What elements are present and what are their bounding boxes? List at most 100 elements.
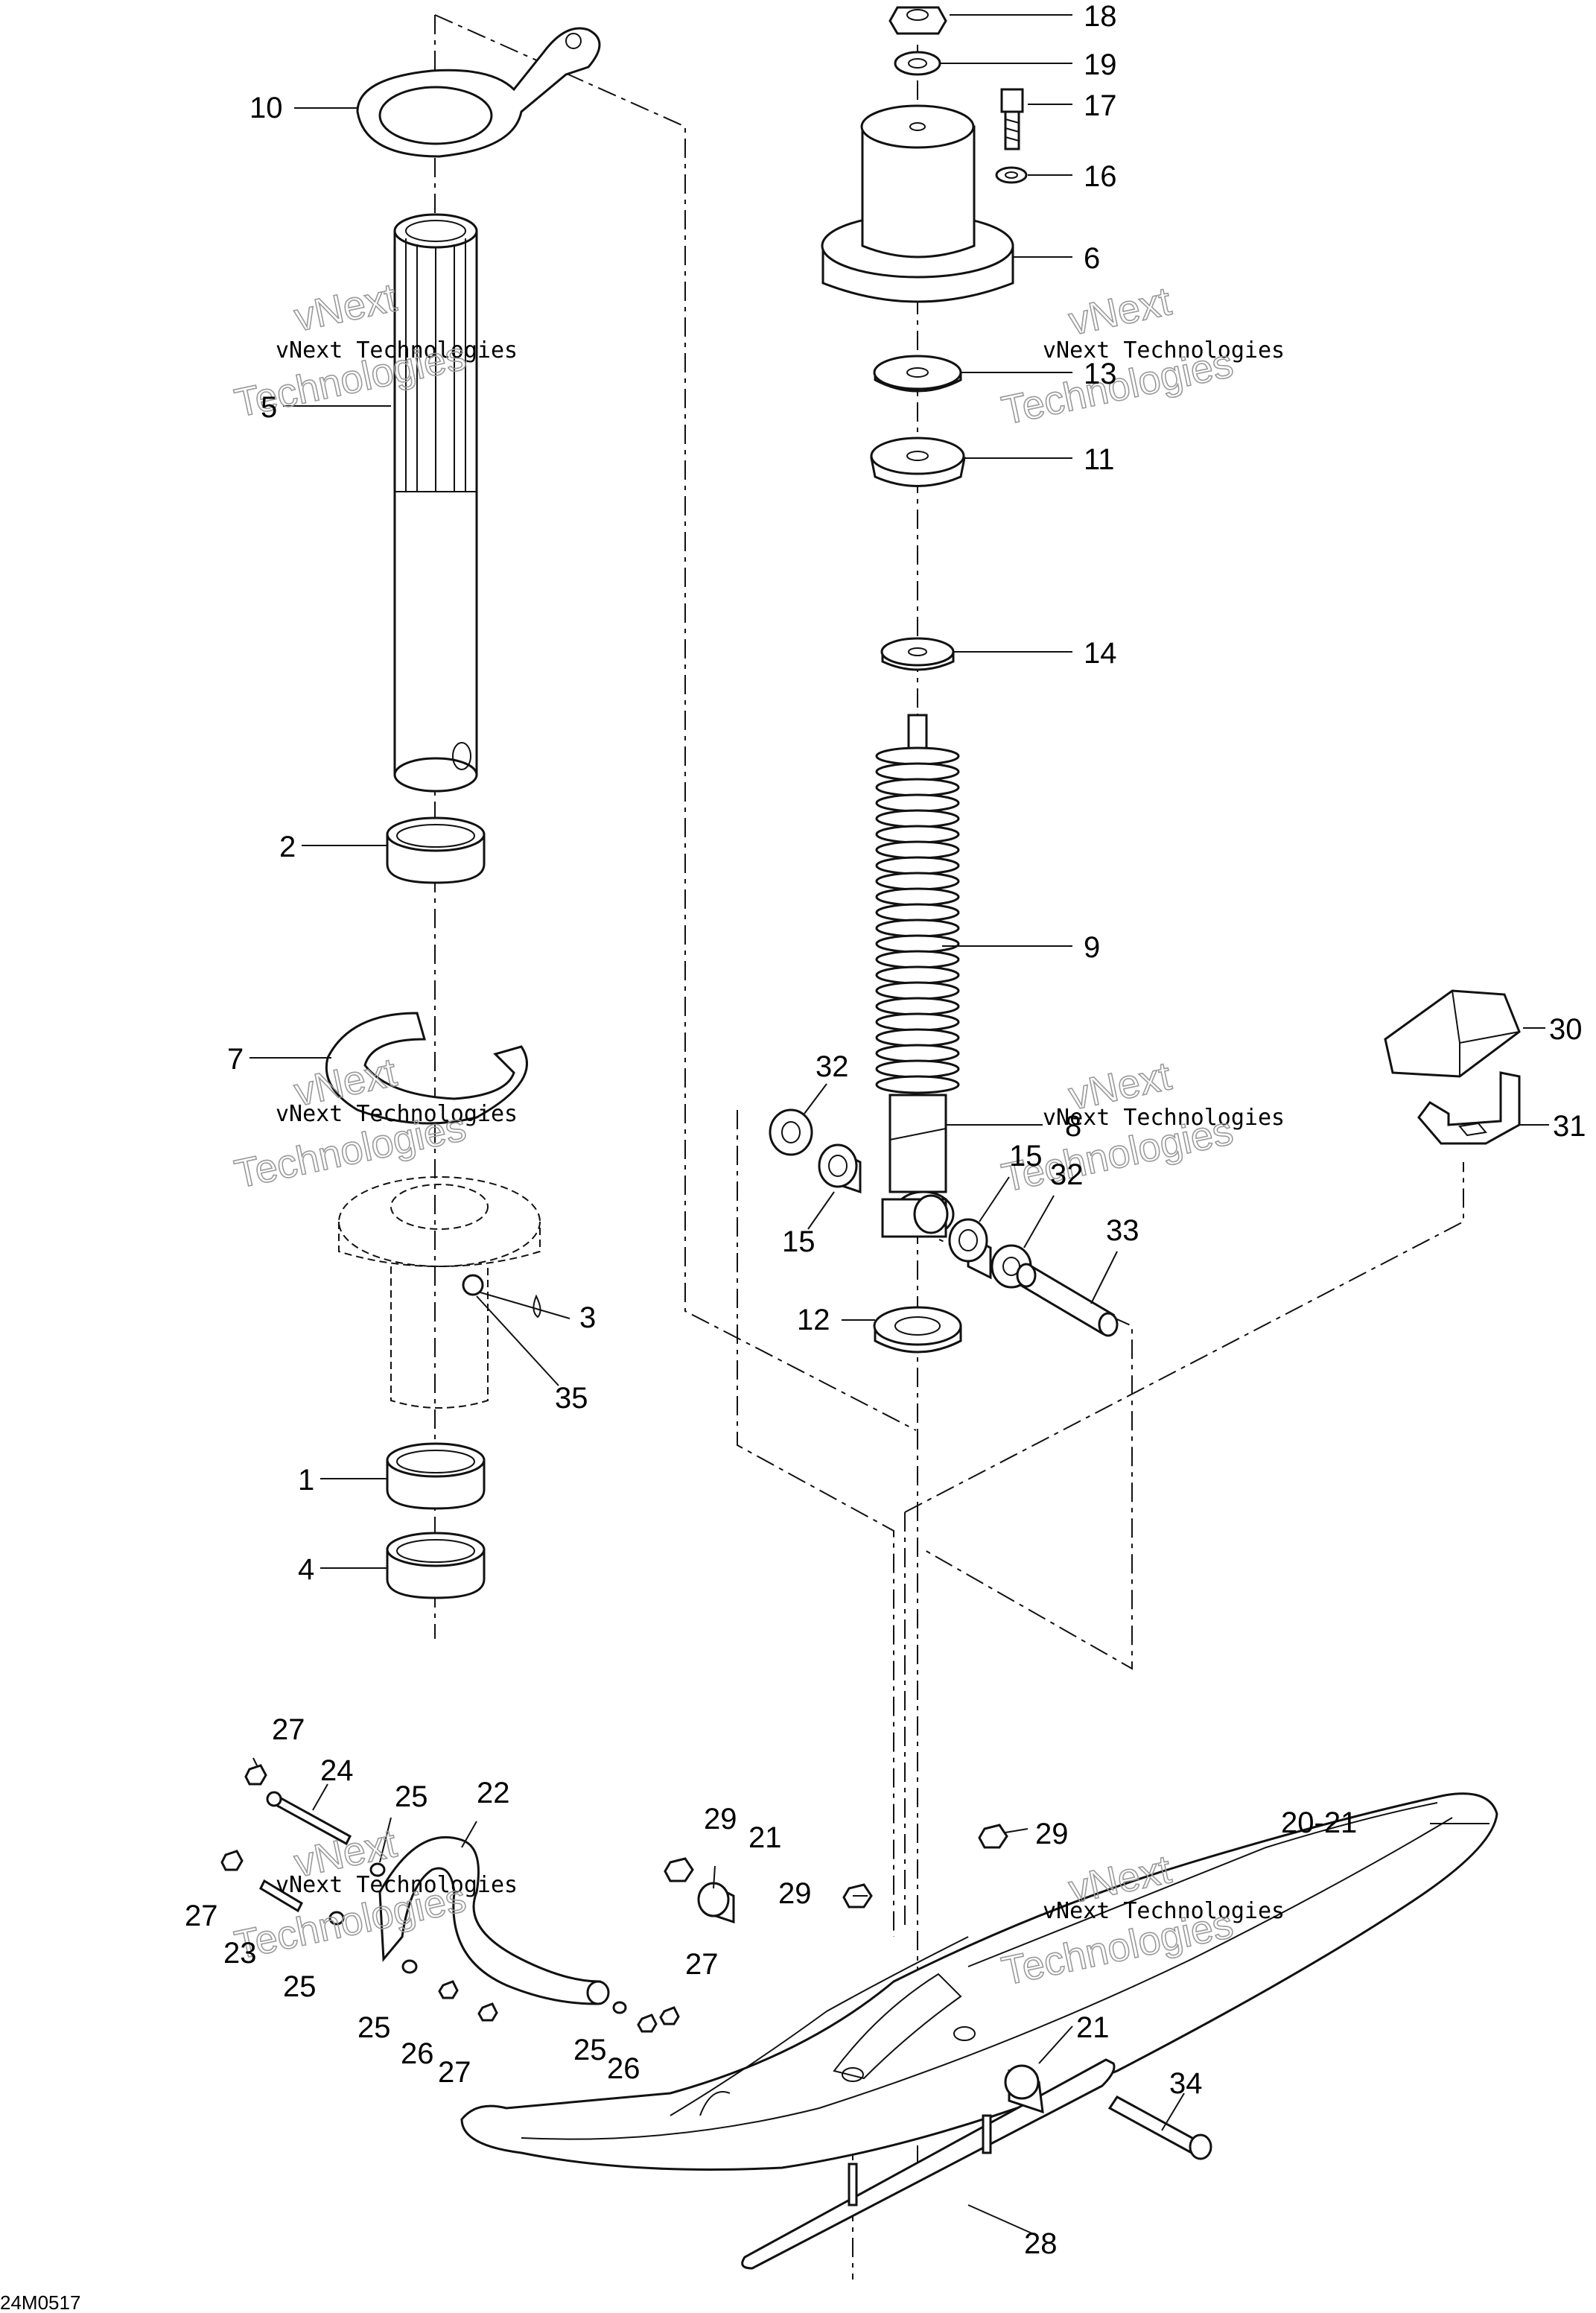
part-rubber-bushing-21-upper bbox=[697, 1882, 735, 1924]
callout-17: 17 bbox=[1084, 89, 1117, 122]
part-washer-14 bbox=[880, 637, 955, 671]
spring-coil bbox=[875, 793, 960, 813]
spring-coil bbox=[875, 856, 960, 875]
part-ski bbox=[460, 1792, 1498, 2171]
callout-11: 11 bbox=[1084, 443, 1115, 476]
callout-15: 15 bbox=[1009, 1140, 1043, 1173]
callout-3: 3 bbox=[579, 1301, 596, 1334]
callout-28: 28 bbox=[1024, 2227, 1058, 2260]
part-bushing-1 bbox=[386, 1442, 486, 1510]
spring-coil bbox=[875, 965, 960, 985]
spring-coil bbox=[875, 1075, 960, 1094]
part-bushing-4 bbox=[386, 1532, 486, 1599]
part-lock-washer bbox=[995, 166, 1028, 184]
part-spanner-wrench bbox=[356, 27, 601, 158]
watermark-text: vNext Technologies bbox=[276, 1872, 518, 1898]
part-bushing-2 bbox=[386, 816, 486, 884]
callout-34: 34 bbox=[1169, 2067, 1203, 2100]
callout-10: 10 bbox=[249, 92, 283, 124]
callout-5: 5 bbox=[261, 391, 277, 424]
watermark-text: vNext Technologies bbox=[1043, 1898, 1285, 1924]
callout-6: 6 bbox=[1084, 242, 1100, 275]
spring-coil bbox=[875, 997, 960, 1016]
callout-31: 31 bbox=[1553, 1110, 1586, 1143]
callout-25: 25 bbox=[283, 1970, 317, 2003]
spring-coil bbox=[875, 981, 960, 1000]
callout-24: 24 bbox=[320, 1754, 354, 1787]
spring-coil bbox=[875, 887, 960, 907]
spring-coil bbox=[875, 1012, 960, 1032]
callout-32: 32 bbox=[1050, 1158, 1084, 1191]
callout-25: 25 bbox=[573, 2034, 607, 2066]
callout-27: 27 bbox=[185, 1900, 218, 1932]
part-hardware-small bbox=[220, 1764, 680, 2033]
spring-coil bbox=[875, 840, 960, 860]
part-top-cap bbox=[821, 104, 1014, 303]
part-pin bbox=[1016, 1263, 1119, 1337]
callout-35: 35 bbox=[555, 1382, 588, 1415]
part-runner-bolt bbox=[1107, 2095, 1212, 2160]
callout-29: 29 bbox=[704, 1803, 737, 1836]
spring-coil bbox=[875, 1044, 960, 1063]
callout-21: 21 bbox=[1076, 2011, 1110, 2044]
callout-12: 12 bbox=[797, 1304, 830, 1336]
callout-29: 29 bbox=[1035, 1818, 1069, 1850]
diagram-code: 24M0517 bbox=[0, 2291, 80, 2313]
part-bushing-15-right bbox=[948, 1218, 992, 1280]
callout-32: 32 bbox=[816, 1050, 849, 1083]
part-washer-12 bbox=[873, 1306, 962, 1354]
part-handle-bolt-23 bbox=[259, 1879, 303, 1913]
part-cushion bbox=[1384, 989, 1521, 1078]
callout-19: 19 bbox=[1084, 48, 1117, 81]
part-locknuts-29 bbox=[664, 1824, 1008, 1909]
callout-29: 29 bbox=[778, 1877, 812, 1910]
part-cap-screw bbox=[1000, 88, 1024, 150]
watermark-text: vNext Technologies bbox=[1043, 337, 1285, 364]
part-rubber-bushing-21-lower bbox=[1004, 2064, 1044, 2114]
callout-2: 2 bbox=[279, 831, 296, 863]
callout-25: 25 bbox=[357, 2011, 391, 2044]
part-washer-11 bbox=[870, 437, 966, 487]
spring-coil bbox=[875, 872, 960, 891]
callout-14: 14 bbox=[1084, 637, 1117, 670]
spring-coil bbox=[875, 746, 960, 766]
callout-26: 26 bbox=[401, 2037, 434, 2070]
callout-7: 7 bbox=[227, 1043, 244, 1076]
spring-coil bbox=[875, 903, 960, 922]
callout-15: 15 bbox=[782, 1225, 816, 1258]
callout-8: 8 bbox=[1065, 1110, 1081, 1143]
part-nut bbox=[888, 6, 947, 35]
part-handle-bolt-24 bbox=[266, 1791, 352, 1846]
watermark-text: vNext Technologies bbox=[276, 337, 518, 364]
callout-27: 27 bbox=[438, 2056, 471, 2089]
callout-30: 30 bbox=[1549, 1013, 1583, 1046]
watermarks: vNext Technologies vNext Technologies vN… bbox=[230, 275, 1285, 1995]
part-washer-13 bbox=[873, 355, 962, 393]
callout-16: 16 bbox=[1084, 160, 1117, 193]
callout-21: 21 bbox=[748, 1821, 782, 1854]
part-clip bbox=[1417, 1071, 1521, 1145]
callout-1: 1 bbox=[298, 1464, 314, 1497]
spring-coil bbox=[875, 918, 960, 938]
part-shock-absorber bbox=[875, 714, 960, 1238]
callout-23: 23 bbox=[223, 1937, 257, 1970]
spring-coil bbox=[875, 1059, 960, 1079]
callout-labels: 10 5 2 7 3 35 1 4 18 19 17 16 6 13 11 14… bbox=[185, 0, 1586, 2260]
part-splined-shaft bbox=[393, 213, 478, 793]
spring-coil bbox=[875, 778, 960, 797]
spring-coil bbox=[875, 1028, 960, 1047]
callout-27: 27 bbox=[685, 1948, 719, 1981]
part-spacer-32-left bbox=[769, 1108, 813, 1156]
spring-coil bbox=[875, 762, 960, 781]
leader-lines bbox=[249, 14, 1549, 2236]
spring-coil bbox=[875, 825, 960, 844]
spring-coil bbox=[875, 809, 960, 828]
part-circlip bbox=[325, 1012, 528, 1125]
callout-22: 22 bbox=[477, 1777, 510, 1809]
callout-18: 18 bbox=[1084, 0, 1117, 33]
callout-13: 13 bbox=[1084, 358, 1117, 390]
part-ski-runner bbox=[741, 2058, 1116, 2270]
callout-9: 9 bbox=[1084, 931, 1100, 964]
